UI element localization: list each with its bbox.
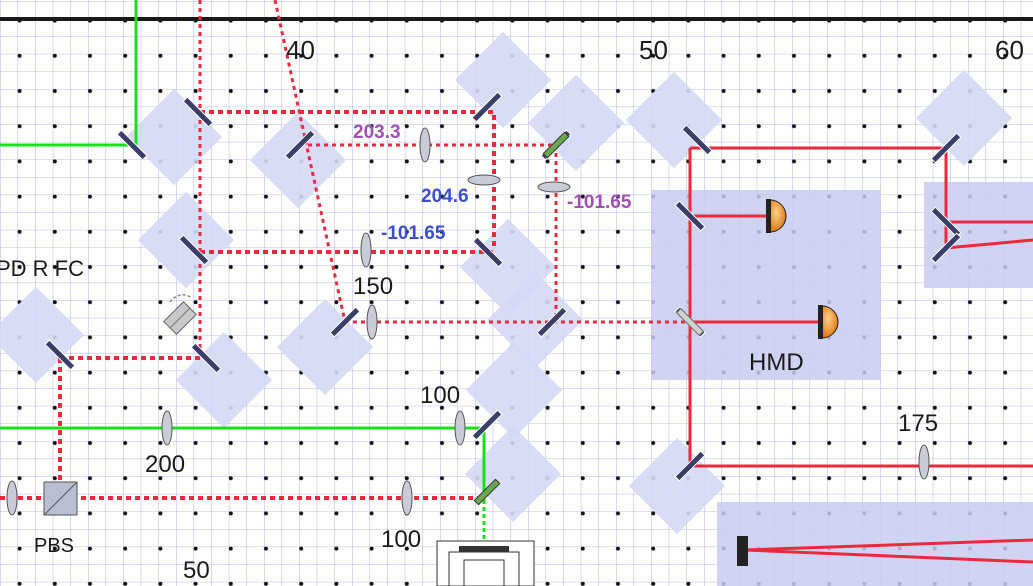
- mirror-icon[interactable]: [471, 409, 503, 441]
- rotation-arrow-icon: [169, 294, 193, 303]
- mount-footprint: [464, 425, 562, 523]
- mount-footprint: [276, 298, 374, 396]
- lens-label-neg101-blue: -101.65: [381, 223, 446, 244]
- mirror-icon[interactable]: [930, 232, 962, 264]
- lens-icon[interactable]: [419, 127, 431, 163]
- lens-icon[interactable]: [401, 480, 413, 516]
- component-labels: PD R FC HMD PBS: [0, 256, 804, 557]
- mount-footprint: [465, 341, 563, 439]
- right-block-top[interactable]: [924, 182, 1033, 288]
- pd-r-fc-label: PD R FC: [0, 256, 84, 281]
- ruler-mark-50: 50: [639, 35, 668, 65]
- lens-label-neg101-purple: -101.65: [567, 192, 632, 213]
- focal-label-100-lower: 100: [381, 526, 421, 553]
- hmd-label: HMD: [749, 349, 804, 376]
- focal-label-200: 200: [145, 451, 185, 478]
- camera-icon[interactable]: [436, 540, 535, 586]
- mount-footprints: [0, 31, 1013, 535]
- mirror-icon[interactable]: [329, 306, 361, 338]
- lens-icon[interactable]: [918, 444, 930, 480]
- photodiode-icon[interactable]: [766, 199, 787, 233]
- mount-footprint: [915, 69, 1013, 167]
- ruler-labels: 40 50 60: [286, 35, 1024, 65]
- focal-label-100-upper: 100: [420, 382, 460, 409]
- mount-footprint: [249, 111, 347, 209]
- mirror-icon[interactable]: [284, 129, 316, 161]
- focal-label-50: 50: [183, 557, 210, 584]
- lens-icon[interactable]: [454, 410, 466, 446]
- lens-icon[interactable]: [366, 304, 378, 340]
- lens-icon[interactable]: [467, 174, 501, 186]
- lens-label-203: 203.3: [353, 122, 401, 143]
- pickoff-plate-icon[interactable]: [675, 307, 705, 337]
- ruler-mark-40: 40: [286, 35, 315, 65]
- mirror-icon[interactable]: [44, 339, 76, 371]
- mirror-icon[interactable]: [930, 132, 962, 164]
- mirror-icon[interactable]: [674, 200, 706, 232]
- mount-footprint: [486, 271, 584, 369]
- ruler-mark-60: 60: [995, 35, 1024, 65]
- mirror-icon[interactable]: [681, 124, 713, 156]
- mirror-icon[interactable]: [190, 342, 222, 374]
- mirrors[interactable]: [44, 91, 962, 506]
- lens-icon[interactable]: [537, 181, 571, 193]
- lens-icon[interactable]: [6, 480, 18, 516]
- focal-length-labels: 150 100 200 100 175 50: [145, 273, 938, 584]
- lens-icon[interactable]: [161, 410, 173, 446]
- mirror-icon[interactable]: [116, 129, 148, 161]
- rotation-mount-icon[interactable]: [163, 301, 197, 335]
- lens-focal-labels: 203.3 204.6 -101.65 -101.65: [353, 122, 632, 244]
- pbs-label: PBS: [34, 535, 74, 557]
- beam-splitter-icon[interactable]: [43, 481, 78, 516]
- mirror-icon[interactable]: [536, 306, 568, 338]
- lenses[interactable]: [6, 127, 930, 516]
- sensor-icon[interactable]: [737, 536, 748, 566]
- top-rail: [0, 17, 1033, 21]
- dichroic-mirror-icon[interactable]: [473, 478, 501, 506]
- lens-icon[interactable]: [360, 232, 372, 268]
- mirror-icon[interactable]: [674, 450, 706, 482]
- photodiode-icon[interactable]: [818, 305, 839, 339]
- mirror-icon[interactable]: [471, 91, 503, 123]
- lens-label-204: 204.6: [421, 186, 469, 207]
- mount-footprint: [628, 437, 726, 535]
- mirror-icon[interactable]: [182, 96, 214, 128]
- mirror-icon[interactable]: [472, 236, 504, 268]
- focal-label-150: 150: [353, 273, 393, 300]
- dichroic-mirror-icon[interactable]: [542, 131, 570, 159]
- mount-footprint: [454, 31, 552, 129]
- focal-label-175: 175: [898, 410, 938, 437]
- mirror-icon[interactable]: [178, 234, 210, 266]
